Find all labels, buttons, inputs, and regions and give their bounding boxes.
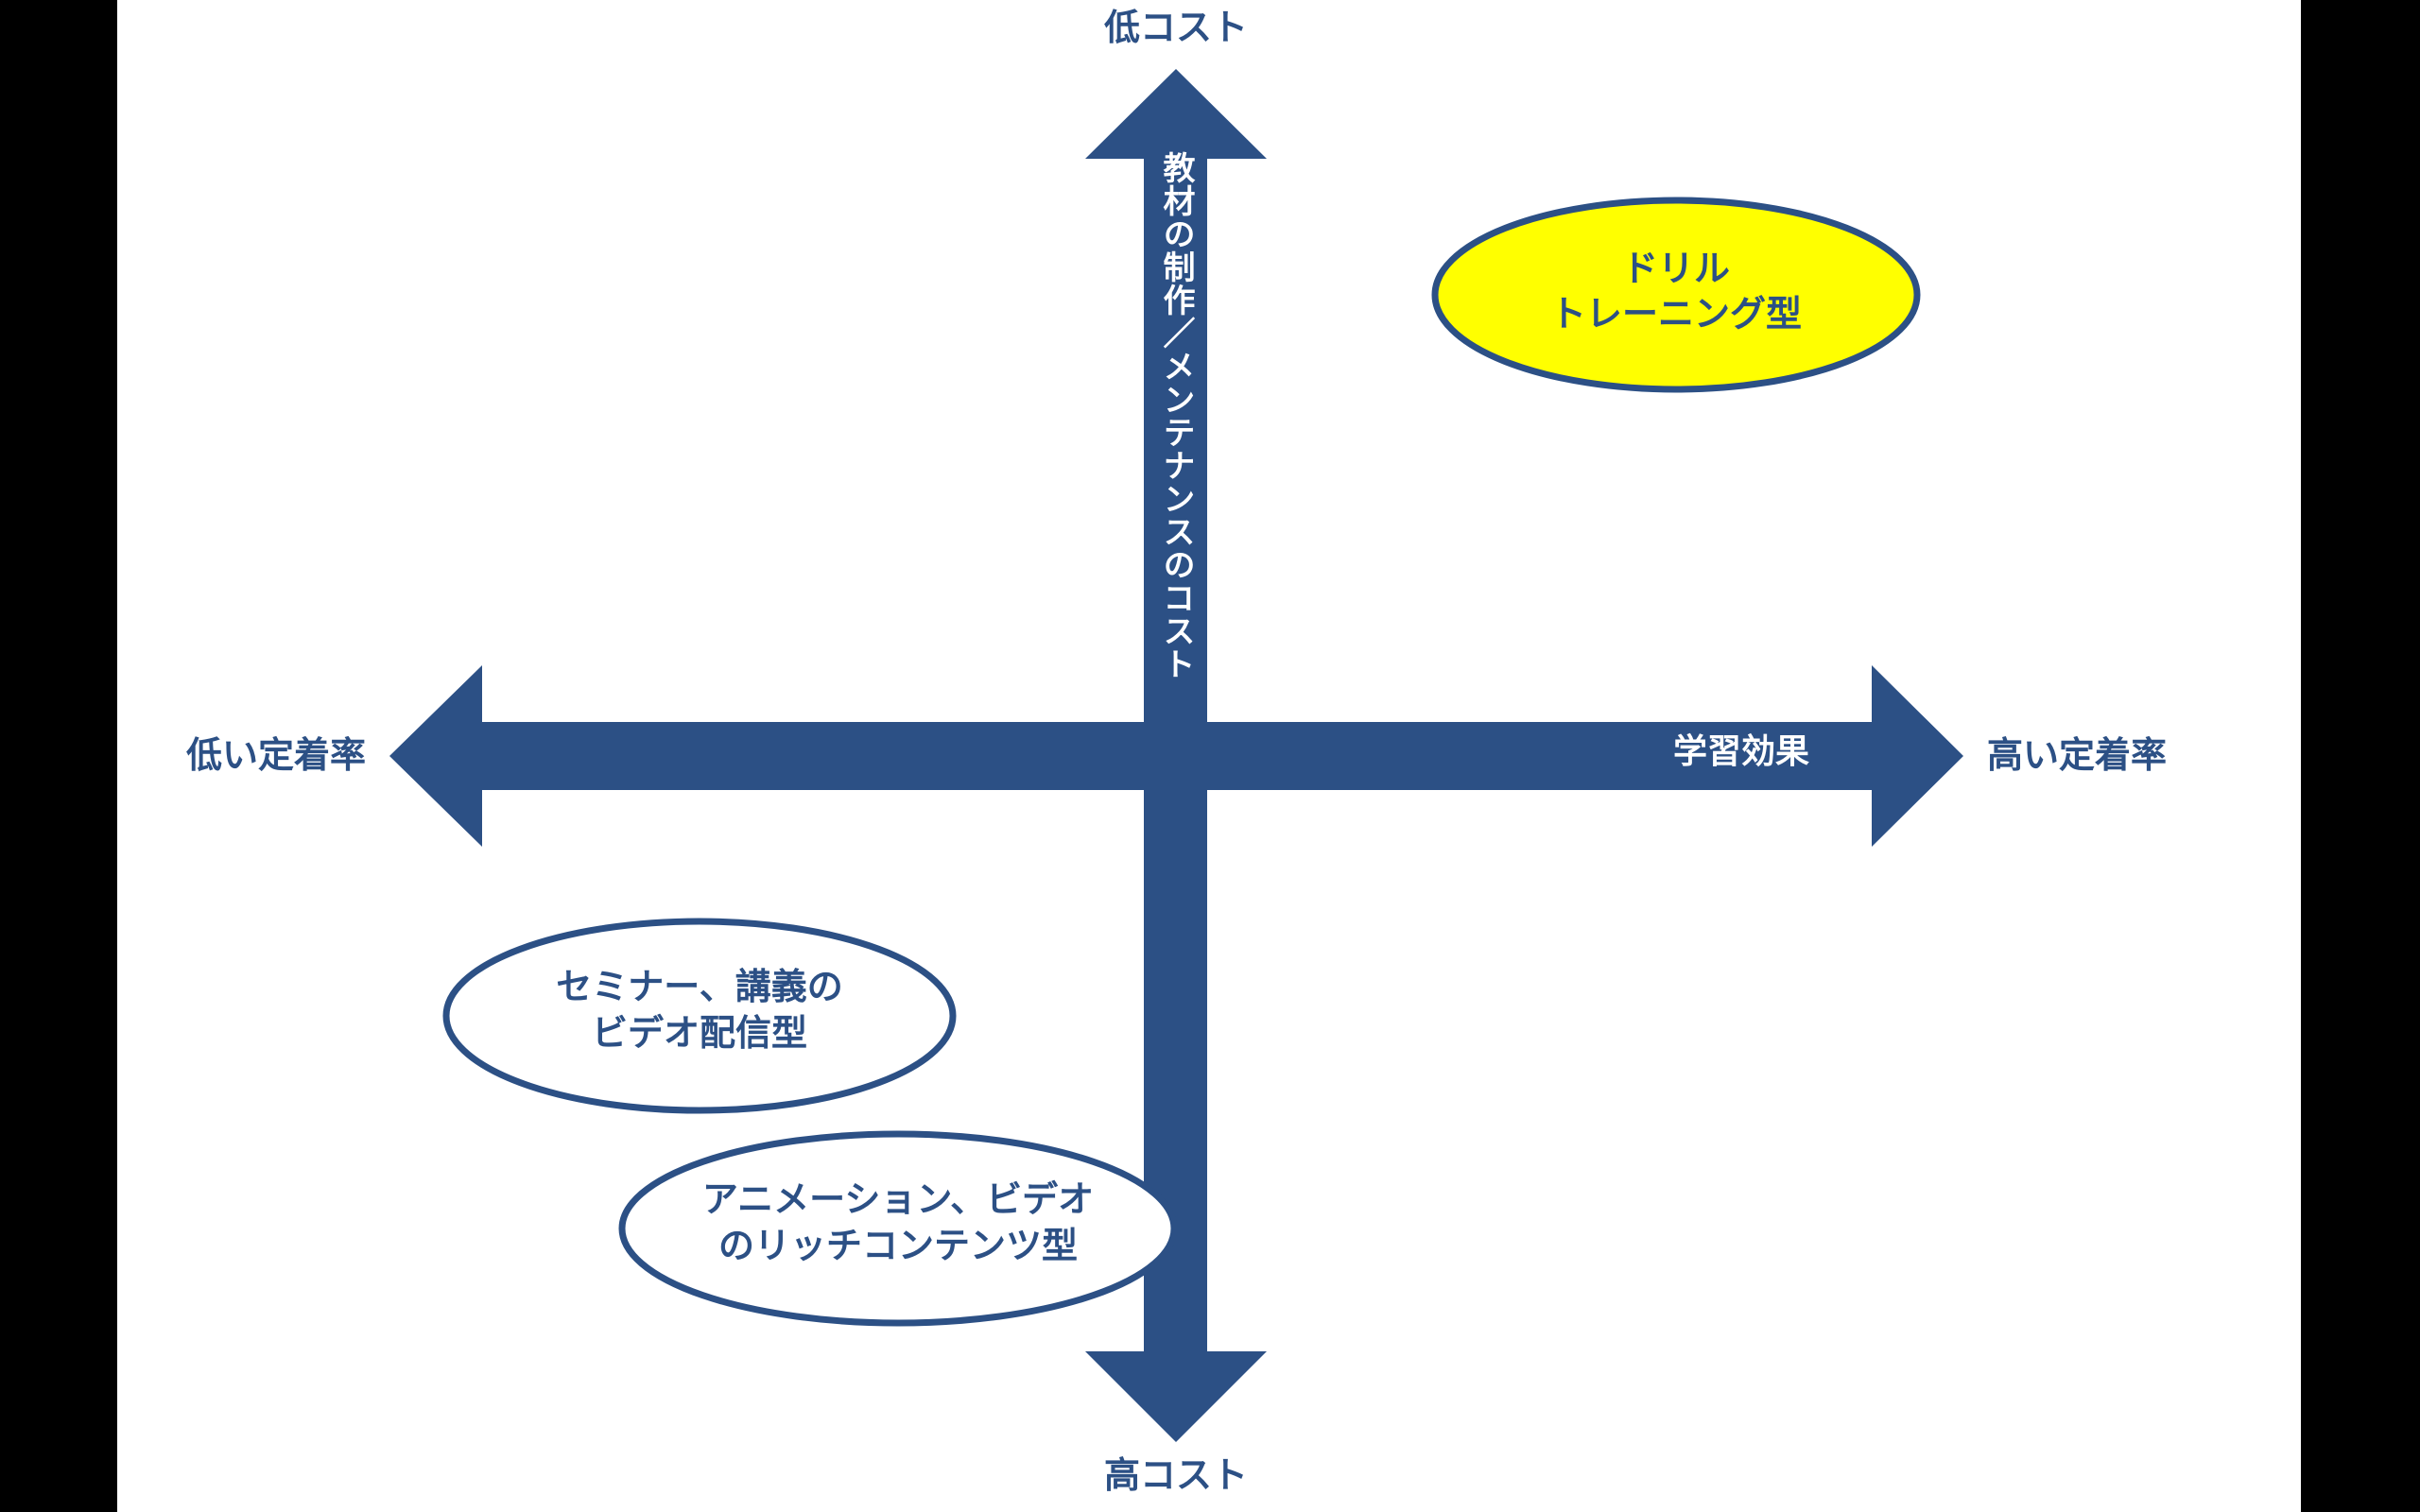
horizontal-axis-title: 学習効果 [1673,731,1809,771]
item-rich-content: アニメーション、ビデオ のリッチコンテンツ型 [618,1130,1178,1327]
item-ellipse [442,918,957,1114]
item-ellipse [618,1130,1178,1327]
left-axis-label: 低い定着率 [186,734,366,776]
vertical-axis-arrow [1085,69,1267,1442]
item-label-line1: ドリル [1622,248,1730,289]
item-label-line2: ビデオ配信型 [592,1012,807,1054]
item-drill-training: ドリル トレーニング型 [1431,197,1921,393]
item-label-line1: アニメーション、ビデオ [702,1178,1094,1220]
item-seminar-video: セミナー、講義の ビデオ配信型 [442,918,957,1114]
item-label-line2: トレーニング型 [1550,293,1802,335]
item-label-line1: セミナー、講義の [556,966,843,1007]
item-label-line2: のリッチコンテンツ型 [718,1225,1078,1266]
right-axis-label: 高い定着率 [1987,734,2167,776]
vertical-axis-title: 教材の制作／メンテナンスのコスト [1157,151,1195,680]
item-ellipse [1431,197,1921,393]
bottom-axis-label: 高コスト [1104,1454,1248,1496]
top-axis-label: 低コスト [1104,7,1248,48]
